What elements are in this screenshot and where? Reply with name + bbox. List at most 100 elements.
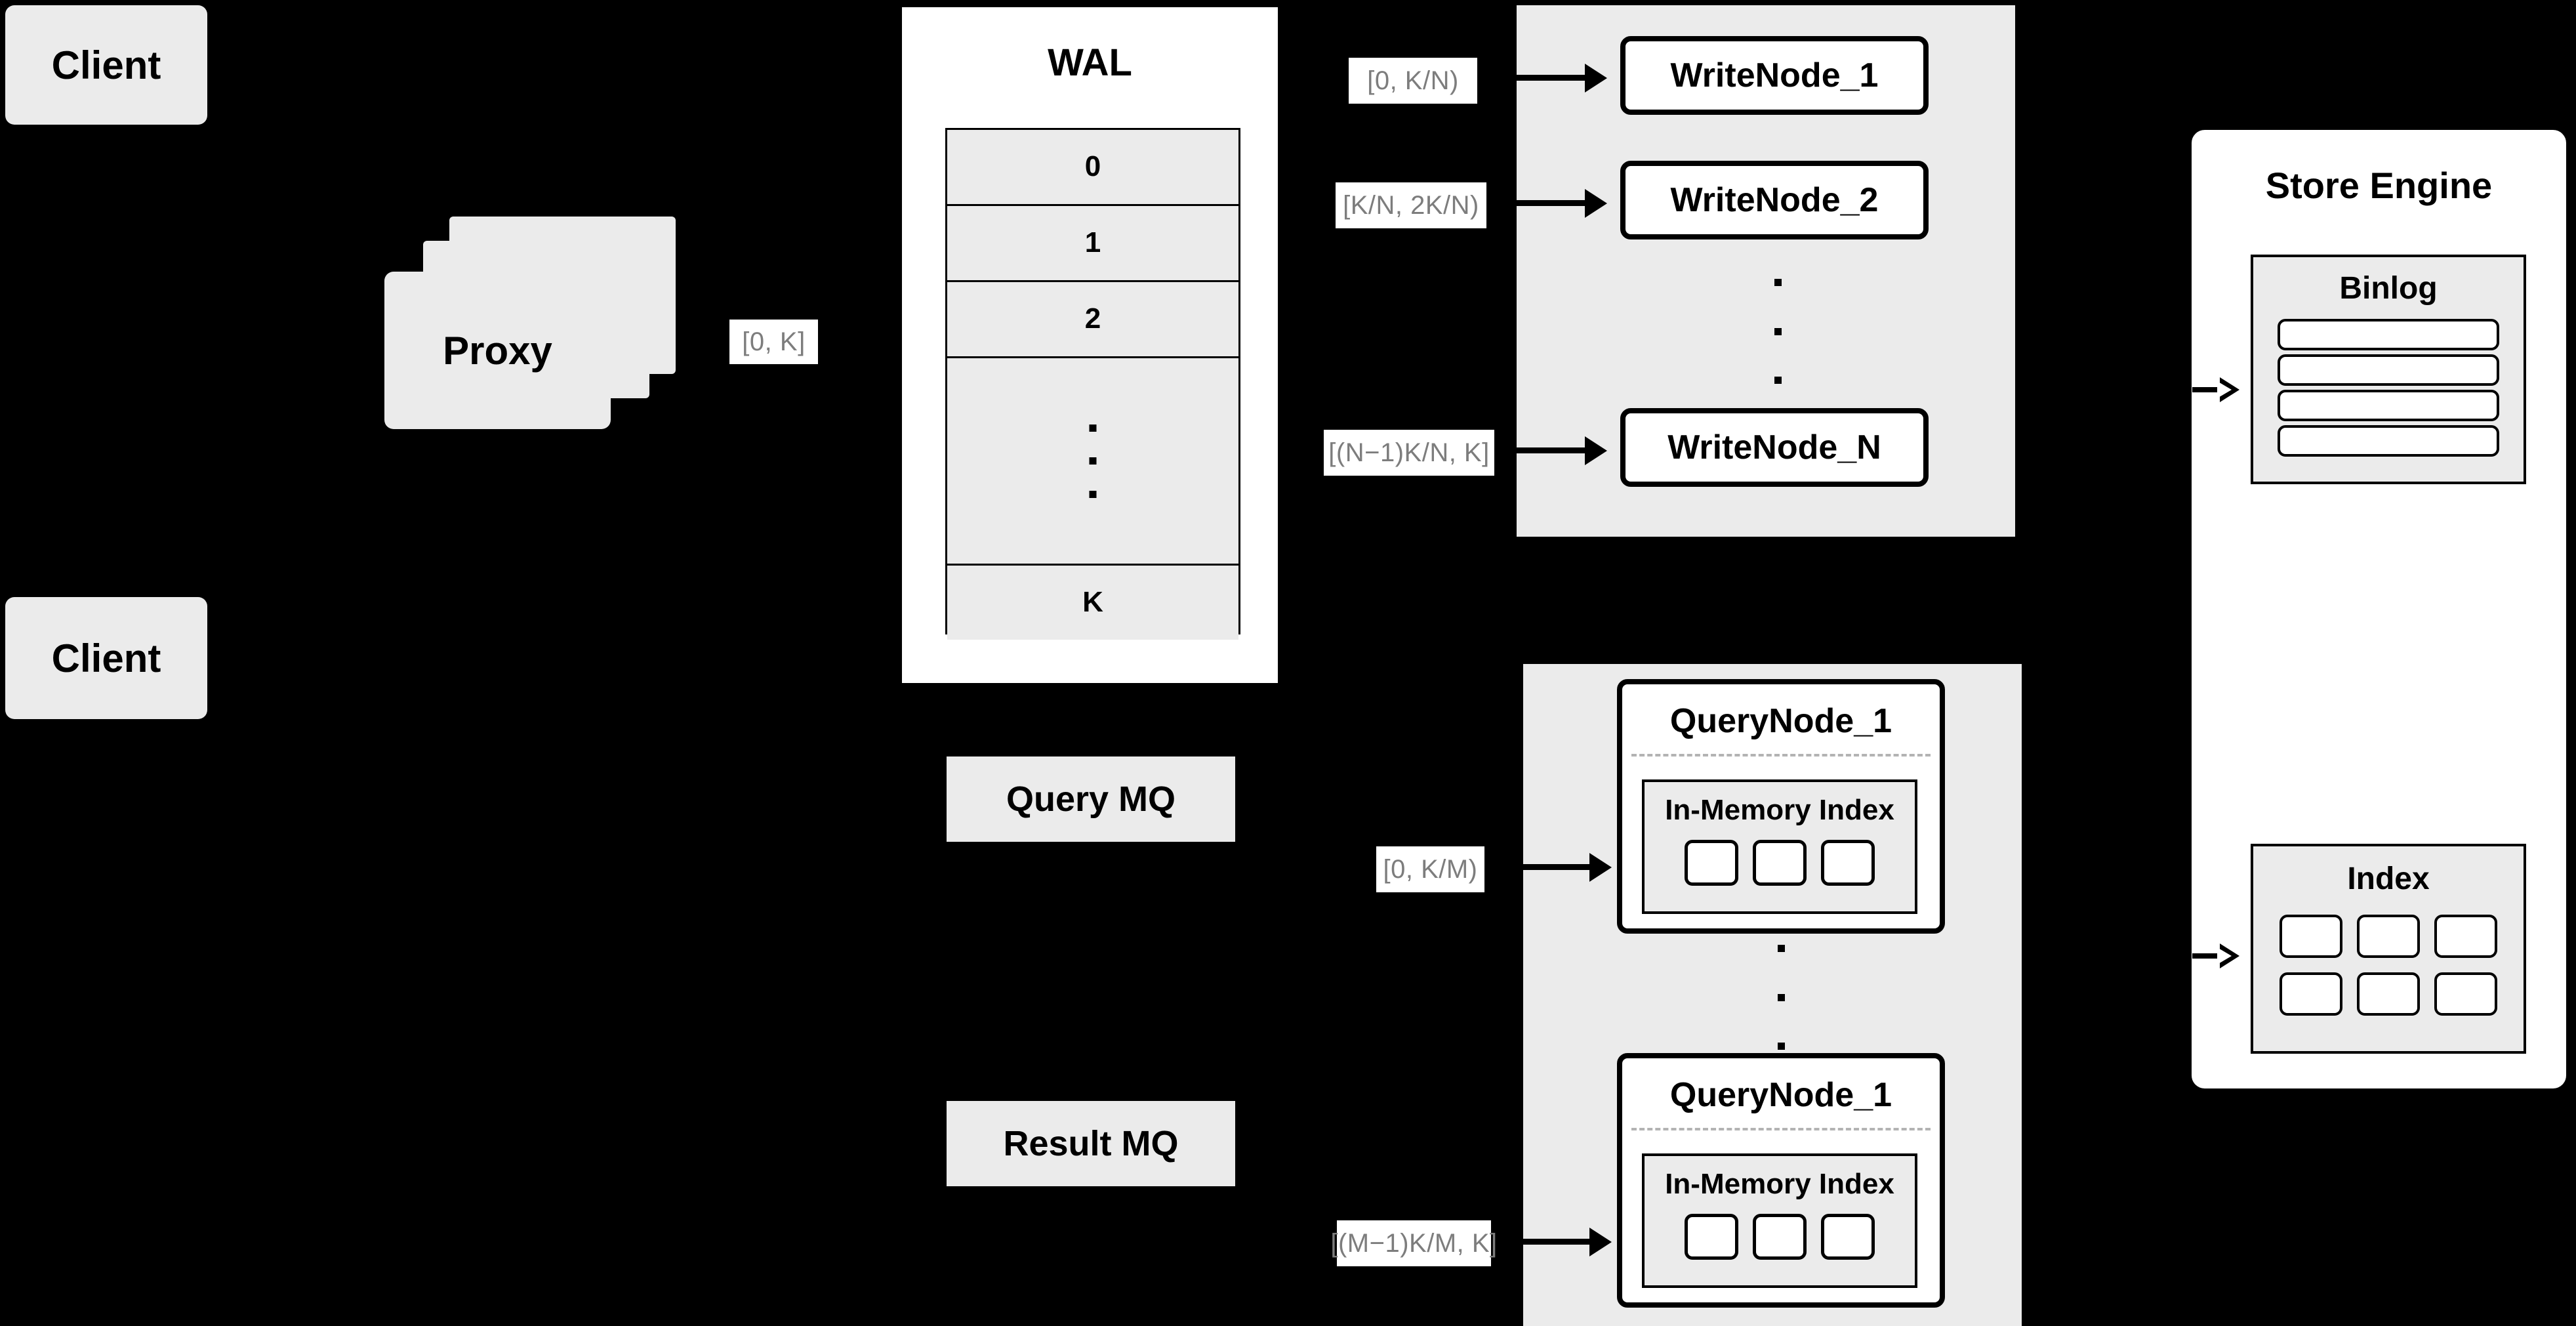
ellipsis-dot: [1089, 490, 1097, 498]
query-node-1-arrow-head: [1589, 853, 1612, 882]
query-node-2-divider: [1631, 1128, 1931, 1130]
proxy-box[interactable]: Proxy: [384, 272, 611, 429]
wal-row-ellipsis: [947, 358, 1238, 566]
binlog-entry[interactable]: [2278, 425, 2499, 457]
index-slot[interactable]: [1685, 1214, 1738, 1260]
query-mq-label: Query MQ: [1006, 779, 1176, 819]
write-node-n-arrow-head: [1585, 436, 1607, 465]
query-node-1-range-label: [0, K/M): [1376, 846, 1484, 892]
ellipsis-dot: [1089, 424, 1097, 432]
in-memory-index-1: In-Memory Index: [1642, 779, 1917, 914]
binlog-entry[interactable]: [2278, 390, 2499, 421]
query-node-1[interactable]: QueryNode_1 In-Memory Index: [1617, 679, 1945, 934]
write-node-n-label: WriteNode_N: [1667, 428, 1881, 466]
in-memory-index-1-title: In-Memory Index: [1665, 793, 1894, 826]
query-node-2-range-text: [(M−1)K/M, K]: [1330, 1228, 1498, 1258]
wal-row-label: 0: [1084, 150, 1101, 183]
write-node-n-range-label: [(N−1)K/N, K]: [1324, 430, 1494, 476]
index-cell[interactable]: [2434, 915, 2497, 958]
query-mq-box[interactable]: Query MQ: [947, 756, 1235, 842]
index-slot[interactable]: [1821, 840, 1875, 886]
query-node-1-arrow-line: [1512, 864, 1591, 870]
result-mq-box[interactable]: Result MQ: [947, 1101, 1235, 1186]
index-slot[interactable]: [1753, 840, 1807, 886]
store-engine-card: Store Engine Binlog Index: [2188, 126, 2570, 1092]
index-cell[interactable]: [2357, 915, 2420, 958]
write-node-n-arrow-line: [1507, 447, 1586, 453]
query-node-2-label: QueryNode_1: [1669, 1075, 1892, 1114]
wal-ellipsis-dots: [1089, 424, 1097, 498]
wal-row[interactable]: 0: [947, 130, 1238, 206]
client-label-2: Client: [51, 636, 161, 680]
write-node-1-range-text: [0, K/N): [1367, 66, 1459, 95]
proxy-range-text: [0, K]: [742, 327, 806, 356]
index-cell[interactable]: [2280, 972, 2342, 1016]
wal-row[interactable]: K: [947, 566, 1238, 640]
write-node-2-range-label: [K/N, 2K/N): [1336, 182, 1486, 228]
write-node-1-label: WriteNode_1: [1670, 56, 1879, 94]
ellipsis-dot: [1774, 377, 1782, 384]
binlog-inbound-arrow: [2192, 377, 2239, 402]
write-node-n-range-text: [(N−1)K/N, K]: [1328, 438, 1490, 467]
write-node-2-range-text: [K/N, 2K/N): [1343, 190, 1479, 220]
query-node-1-label: QueryNode_1: [1669, 701, 1892, 740]
index-card: Index: [2251, 844, 2526, 1054]
binlog-card: Binlog: [2251, 255, 2526, 484]
ellipsis-dot: [1777, 945, 1785, 952]
query-node-2-arrow-line: [1512, 1239, 1591, 1245]
wal-row[interactable]: 2: [947, 282, 1238, 358]
wal-row-label: K: [1082, 586, 1103, 619]
store-engine-title: Store Engine: [2265, 164, 2493, 206]
binlog-entry[interactable]: [2278, 354, 2499, 386]
write-node-ellipsis-dots: [1771, 279, 1784, 384]
in-memory-index-2-title: In-Memory Index: [1665, 1167, 1894, 1200]
write-node-n[interactable]: WriteNode_N: [1620, 408, 1929, 487]
wal-title: WAL: [1048, 41, 1132, 84]
query-node-1-range-text: [0, K/M): [1383, 854, 1478, 884]
ellipsis-dot: [1089, 457, 1097, 465]
query-node-1-divider: [1631, 754, 1931, 756]
index-slot[interactable]: [1821, 1214, 1875, 1260]
index-slot[interactable]: [1685, 840, 1738, 886]
ellipsis-dot: [1774, 327, 1782, 335]
write-node-2[interactable]: WriteNode_2: [1620, 161, 1929, 239]
wal-row[interactable]: 1: [947, 206, 1238, 282]
wal-row-label: 1: [1084, 226, 1101, 259]
binlog-arrow-head: [2217, 377, 2239, 402]
index-cell[interactable]: [2357, 972, 2420, 1016]
index-arrow-line: [2192, 953, 2220, 959]
client-label-1: Client: [51, 43, 161, 87]
ellipsis-dot: [1777, 1043, 1785, 1050]
binlog-entry[interactable]: [2278, 319, 2499, 350]
index-title: Index: [2347, 861, 2430, 896]
binlog-arrow-line: [2192, 387, 2220, 392]
query-node-2-arrow-head: [1589, 1228, 1612, 1256]
in-memory-index-2: In-Memory Index: [1642, 1153, 1917, 1288]
client-box-2[interactable]: Client: [5, 597, 207, 719]
write-node-2-arrow-head: [1585, 189, 1607, 218]
write-node-2-arrow-line: [1507, 200, 1586, 206]
proxy-label: Proxy: [443, 328, 552, 373]
query-node-ellipsis-dots: [1774, 945, 1788, 1050]
ellipsis-dot: [1777, 993, 1785, 1001]
query-node-2[interactable]: QueryNode_1 In-Memory Index: [1617, 1053, 1945, 1308]
ellipsis-dot: [1774, 279, 1782, 286]
index-inbound-arrow: [2192, 943, 2239, 968]
client-box-1[interactable]: Client: [5, 5, 207, 125]
wal-card: WAL 0 1 2 K: [899, 4, 1281, 686]
index-slot[interactable]: [1753, 1214, 1807, 1260]
index-arrow-head: [2217, 943, 2239, 968]
index-cell[interactable]: [2280, 915, 2342, 958]
write-node-1-range-label: [0, K/N): [1349, 58, 1477, 104]
write-node-1[interactable]: WriteNode_1: [1620, 36, 1929, 115]
wal-row-label: 2: [1084, 302, 1101, 335]
proxy-range-label: [0, K]: [729, 320, 818, 364]
binlog-title: Binlog: [2339, 270, 2438, 306]
index-cell[interactable]: [2434, 972, 2497, 1016]
write-node-1-arrow-line: [1507, 75, 1586, 81]
wal-row-list: 0 1 2 K: [945, 128, 1240, 640]
write-node-2-label: WriteNode_2: [1670, 180, 1879, 219]
result-mq-label: Result MQ: [1003, 1123, 1179, 1163]
query-node-2-range-label: [(M−1)K/M, K]: [1330, 1220, 1497, 1266]
